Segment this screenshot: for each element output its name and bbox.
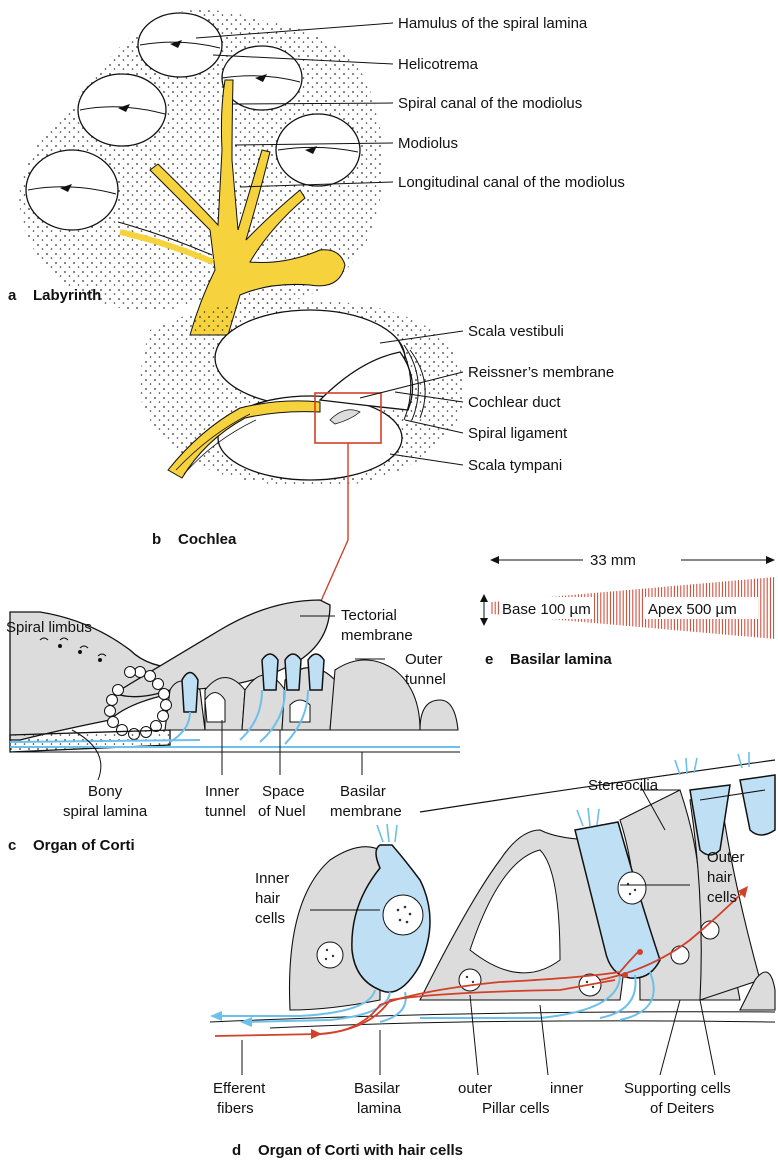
limbus-cell	[113, 685, 124, 696]
panel-c-letter: c	[8, 837, 16, 854]
limbus-cell	[105, 706, 116, 717]
panel-e-title: Basilar lamina	[510, 651, 612, 668]
label-bony-1: Bony	[88, 783, 123, 800]
label-tectorial-1: Tectorial	[341, 607, 397, 624]
panel-b-cochlea: Scala vestibuli Reissner’s membrane Coch…	[140, 300, 614, 614]
label-efferent-1: Efferent	[213, 1080, 266, 1097]
label-efferent-2: fibers	[217, 1100, 254, 1117]
label-inner-hair-1: Inner	[255, 870, 289, 887]
label-pillar-cells: Pillar cells	[482, 1100, 550, 1117]
panel-c-organ-of-corti: Spiral limbus Tectorial membrane Outer t…	[6, 600, 460, 854]
label-outer-hair-1: Outer	[707, 849, 745, 866]
limbus-cell	[125, 667, 136, 678]
panel-b-title: Cochlea	[178, 531, 237, 548]
label-nuel-1: Space	[262, 783, 305, 800]
panel-b-letter: b	[152, 531, 161, 548]
panel-c-title: Organ of Corti	[33, 837, 135, 854]
label-nuel-2: of Nuel	[258, 803, 306, 820]
label-bony-2: spiral lamina	[63, 803, 148, 820]
basilar-apex-width: Apex 500 µm	[648, 601, 737, 618]
panel-a-title: Labyrinth	[33, 287, 101, 304]
label-longitudinal-canal: Longitudinal canal of the modiolus	[398, 174, 625, 191]
label-cochlear-duct: Cochlear duct	[468, 394, 561, 411]
panel-e-letter: e	[485, 651, 493, 668]
label-outer-tunnel-1: Outer	[405, 651, 443, 668]
basilar-length: 33 mm	[590, 552, 636, 569]
limbus-cell	[159, 689, 170, 700]
limbus-cell	[145, 671, 156, 682]
panel-a-labyrinth: Hamulus of the spiral lamina Helicotrema…	[8, 10, 625, 335]
label-tectorial-2: membrane	[341, 627, 413, 644]
panel-a-letter: a	[8, 287, 17, 304]
limbus-cell	[161, 700, 172, 711]
label-outer-hair-2: hair	[707, 869, 732, 886]
limbus-cell	[135, 667, 146, 678]
panel-d-letter: d	[232, 1142, 241, 1159]
label-spiral-limbus: Spiral limbus	[6, 619, 92, 636]
limbus-cell	[108, 717, 119, 728]
label-supporting-1: Supporting cells	[624, 1080, 731, 1097]
label-helicotrema: Helicotrema	[398, 56, 479, 73]
label-basilar-lamina-1: Basilar	[354, 1080, 400, 1097]
panel-d-title: Organ of Corti with hair cells	[258, 1142, 463, 1159]
label-modiolus: Modiolus	[398, 135, 458, 152]
label-outer-hair-3: cells	[707, 889, 737, 906]
label-hamulus: Hamulus of the spiral lamina	[398, 15, 588, 32]
limbus-cell	[158, 711, 169, 722]
label-inner-tunnel-2: tunnel	[205, 803, 246, 820]
label-inner-hair-3: cells	[255, 910, 285, 927]
label-pillar-inner: inner	[550, 1080, 583, 1097]
limbus-cell	[107, 695, 118, 706]
basilar-base-width: Base 100 µm	[502, 601, 591, 618]
label-supporting-2: of Deiters	[650, 1100, 714, 1117]
panel-e-basilar-lamina: 33 mm Base 100 µm Apex 500 µm e Basilar …	[480, 552, 775, 668]
label-inner-hair-2: hair	[255, 890, 280, 907]
label-reissners-membrane: Reissner’s membrane	[468, 364, 614, 381]
label-basilar-lamina-2: lamina	[357, 1100, 402, 1117]
label-basilar-membrane-2: membrane	[330, 803, 402, 820]
label-scala-vestibuli: Scala vestibuli	[468, 323, 564, 340]
label-scala-tympani: Scala tympani	[468, 457, 562, 474]
label-inner-tunnel-1: Inner	[205, 783, 239, 800]
label-stereocilia: Stereocilia	[588, 777, 659, 794]
label-spiral-ligament: Spiral ligament	[468, 425, 568, 442]
label-pillar-outer: outer	[458, 1080, 492, 1097]
label-basilar-membrane-1: Basilar	[340, 783, 386, 800]
label-spiral-canal: Spiral canal of the modiolus	[398, 95, 582, 112]
label-outer-tunnel-2: tunnel	[405, 671, 446, 688]
